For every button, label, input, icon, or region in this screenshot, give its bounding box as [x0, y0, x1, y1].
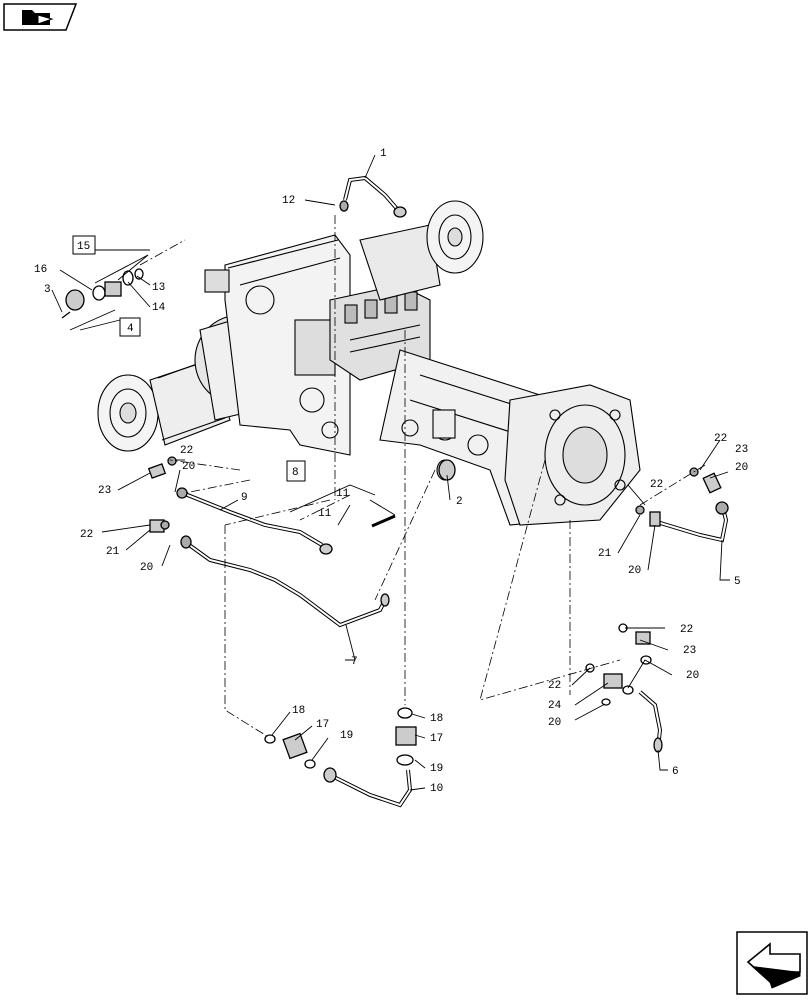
- callout-13: 13: [152, 282, 165, 294]
- callout-16: 16: [34, 264, 47, 276]
- callout-18-right: 18: [430, 713, 443, 725]
- callout-7: 7: [351, 656, 358, 668]
- callout-12: 12: [282, 195, 295, 207]
- callout-3: 3: [44, 284, 51, 296]
- callout-21-left: 21: [106, 546, 120, 558]
- bell-housing: [504, 384, 641, 526]
- boxed-ref-8: 8: [292, 467, 299, 479]
- callout-22-left: 22: [180, 445, 193, 457]
- callout-22-f: 22: [548, 680, 561, 692]
- callout-23-left: 23: [98, 485, 111, 497]
- folder-arrow-icon: [22, 10, 54, 25]
- transmission-assembly: [97, 200, 641, 526]
- callout-1: 1: [380, 148, 387, 160]
- center-housing: [224, 234, 351, 456]
- callout-2: 2: [456, 496, 463, 508]
- callout-5: 5: [734, 576, 741, 588]
- callout-20-c: 20: [735, 462, 748, 474]
- callout-9: 9: [241, 492, 248, 504]
- callout-11-b: 11: [318, 508, 332, 520]
- callout-21-right: 21: [598, 548, 612, 560]
- previous-page-button[interactable]: [736, 931, 808, 995]
- callout-20-b: 20: [140, 562, 153, 574]
- callout-11-a: 11: [336, 488, 350, 500]
- callout-24: 24: [548, 700, 562, 712]
- callout-19-left: 19: [340, 730, 353, 742]
- arrow-left-icon: [746, 942, 801, 989]
- callout-leaders: [51, 154, 730, 791]
- boxed-reference-labels: 15 4 8: [72, 235, 306, 482]
- callout-14: 14: [152, 302, 166, 314]
- back-to-index-button[interactable]: [3, 3, 78, 31]
- callout-18-left: 18: [292, 705, 305, 717]
- callout-22-c: 22: [714, 433, 727, 445]
- boxed-ref-4: 4: [127, 323, 134, 335]
- callout-20-d: 20: [628, 565, 641, 577]
- callout-17-left: 17: [316, 719, 329, 731]
- callout-22-e: 22: [680, 624, 693, 636]
- callout-23-c: 23: [683, 645, 696, 657]
- callout-6: 6: [672, 766, 679, 778]
- callout-22-b: 22: [80, 529, 93, 541]
- callout-20-f: 20: [548, 717, 561, 729]
- assembly-guide-lines: [139, 215, 706, 739]
- right-axle-housing: [359, 200, 484, 301]
- callout-22-d: 22: [650, 479, 663, 491]
- callout-23-right: 23: [735, 444, 748, 456]
- callout-labels: 1 12 16 3 13 14 22 23 20 9 22 21 20 11 1…: [34, 148, 748, 795]
- callout-20-e: 20: [686, 670, 699, 682]
- callout-19-right: 19: [430, 763, 443, 775]
- callout-20-a: 20: [182, 461, 195, 473]
- hydraulic-lines: [61, 175, 729, 808]
- callout-10: 10: [430, 783, 443, 795]
- callout-17-right: 17: [430, 733, 443, 745]
- boxed-ref-15: 15: [77, 241, 90, 253]
